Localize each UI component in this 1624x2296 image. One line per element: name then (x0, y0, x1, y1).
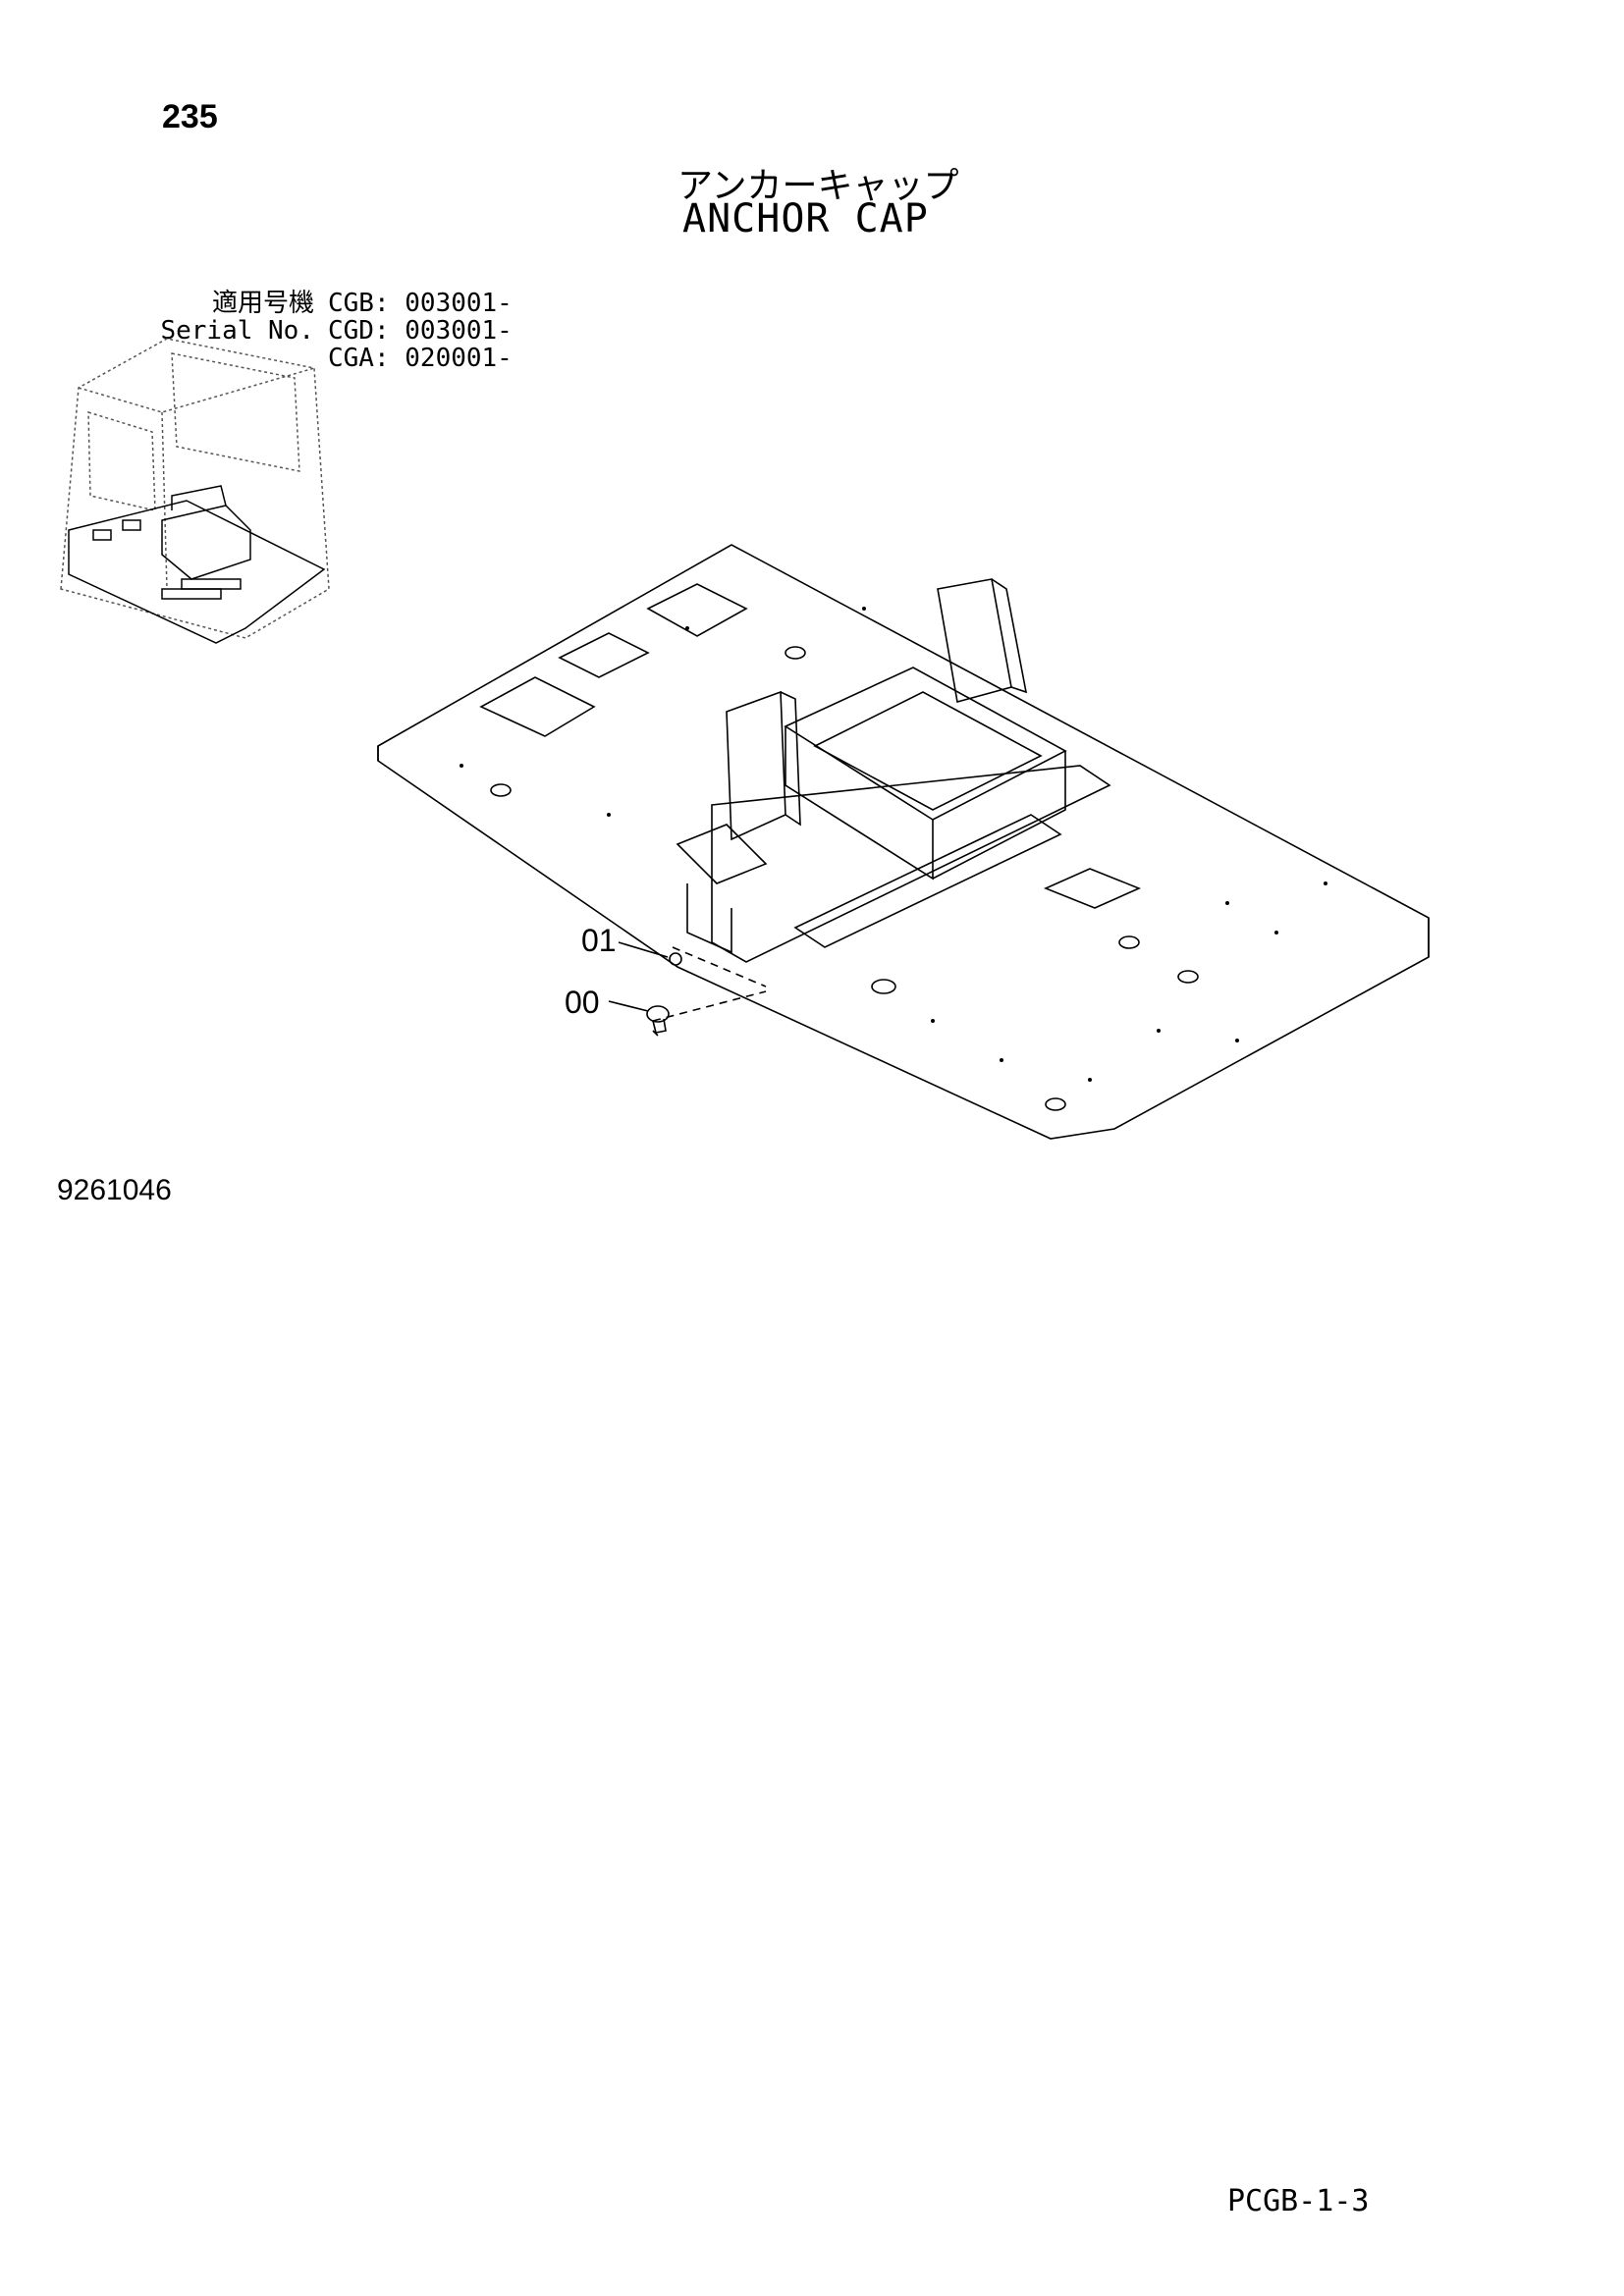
callout-part-00: 00 (565, 985, 600, 1020)
serial-row: 適用号機 CGB: 003001- (147, 290, 513, 317)
serial-row: CGA: 020001- (147, 345, 513, 372)
title-english: ANCHOR CAP (682, 196, 929, 241)
serial-value: CGA: 020001- (328, 344, 513, 373)
serial-label: 適用号機 (211, 289, 314, 318)
serial-number-block: 適用号機 CGB: 003001- Serial No. CGD: 003001… (147, 290, 513, 372)
serial-value: CGB: 003001- (328, 289, 513, 318)
callout-part-01: 01 (581, 923, 617, 958)
serial-label: Serial No. (160, 316, 314, 346)
title-japanese: アンカーキャップ (677, 166, 959, 206)
serial-row: Serial No. CGD: 003001- (147, 316, 513, 346)
drawing-number: 9261046 (57, 1174, 172, 1206)
page-number: 235 (162, 98, 218, 135)
page-code: PCGB-1-3 (1227, 2184, 1370, 2218)
serial-value: CGD: 003001- (328, 316, 513, 346)
